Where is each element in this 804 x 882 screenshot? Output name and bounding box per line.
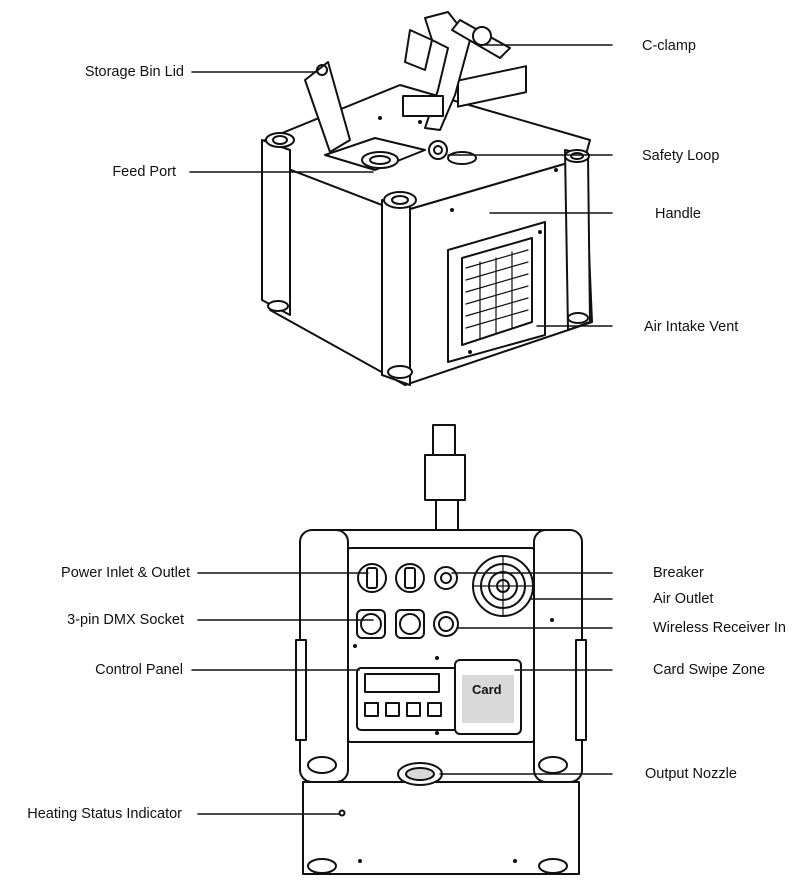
label-feed-port: Feed Port	[112, 164, 176, 180]
leader-lines	[189, 44, 613, 815]
label-breaker: Breaker	[653, 565, 704, 581]
card-zone-text: Card	[472, 682, 502, 697]
label-control-panel: Control Panel	[95, 662, 183, 678]
label-heating-status-indicator: Heating Status Indicator	[27, 806, 182, 822]
label-wireless-receiver-in: Wireless Receiver In	[653, 620, 786, 636]
label-storage-bin-lid: Storage Bin Lid	[84, 64, 184, 80]
label-power-inlet-outlet: Power Inlet & Outlet	[61, 565, 190, 581]
label-c-clamp: C-clamp	[642, 38, 696, 54]
rear-unit-drawing: Card	[295, 424, 587, 875]
label-handle: Handle	[655, 206, 701, 222]
label-dmx-socket: 3-pin DMX Socket	[67, 612, 184, 628]
label-card-swipe-zone: Card Swipe Zone	[653, 662, 766, 678]
label-air-outlet: Air Outlet	[653, 591, 714, 607]
top-unit-drawing	[261, 11, 593, 386]
label-output-nozzle: Output Nozzle	[645, 766, 737, 782]
label-safety-loop: Safety Loop	[642, 148, 720, 164]
label-air-intake-vent: Air Intake Vent	[644, 319, 739, 335]
